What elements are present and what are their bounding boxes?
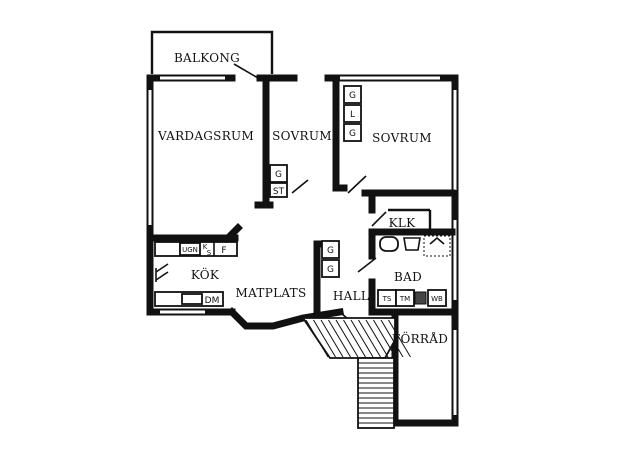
bedroom-1-label: SOVRUM (272, 129, 332, 143)
stair-hatch-line (305, 319, 329, 358)
bathroom-fixtures: TS TM WB (377, 235, 451, 307)
dining-area-label: MATPLATS (236, 286, 307, 300)
kitchen-label: KÖK (191, 266, 220, 282)
stair-hatch-line (320, 319, 344, 358)
wardrobe-label: L (350, 110, 355, 120)
stair-hatch-line (358, 319, 381, 358)
stair-hatch-line (365, 319, 389, 358)
stair-hatch-line (388, 319, 411, 358)
bedroom-2-label: SOVRUM (372, 131, 432, 145)
wardrobe-bedroom2: G L G (343, 85, 362, 142)
wardrobe-label: G (349, 91, 356, 101)
interior-walls (146, 78, 456, 334)
wardrobe-label: G (349, 129, 356, 139)
window-marks (148, 76, 457, 415)
kitchen-k-label: K (203, 243, 208, 251)
staircase (301, 317, 411, 429)
stair-hatch-line (343, 319, 366, 358)
closet-label: KLK (389, 216, 417, 230)
balcony-outline (150, 30, 274, 74)
oven-label: UGN (182, 246, 198, 254)
kitchen-fixtures: UGN K S F DM (154, 241, 238, 307)
storage-label: FÖRRÅD (392, 330, 448, 346)
fridge-label: F (221, 246, 226, 256)
wardrobe-label: G (275, 170, 282, 180)
stair-hatch-line (328, 319, 351, 358)
wardrobe-bedroom1: G ST (269, 164, 288, 198)
wardrobe-label: G (327, 265, 334, 275)
wardrobe-label: G (327, 246, 334, 256)
stair-hatch-line (313, 319, 336, 358)
wardrobe-label: ST (273, 187, 285, 197)
stair-hatch-line (335, 319, 359, 358)
hallway-label: HALL (333, 289, 369, 303)
dryer-label: TS (382, 295, 392, 303)
stair-hatch-line (350, 319, 374, 358)
bathroom-label: BAD (394, 270, 422, 284)
wc-label: WB (431, 295, 443, 303)
balcony-label: BALKONG (174, 51, 240, 65)
stair-hatch-line (380, 319, 404, 358)
washer-label: TM (399, 295, 410, 303)
dishwasher-label: DM (205, 296, 220, 306)
kitchen-s-label: S (207, 249, 212, 257)
wardrobe-hall: G G (321, 240, 340, 278)
stair-hatch-line (373, 319, 396, 358)
living-room-label: VARDAGSRUM (157, 129, 254, 143)
